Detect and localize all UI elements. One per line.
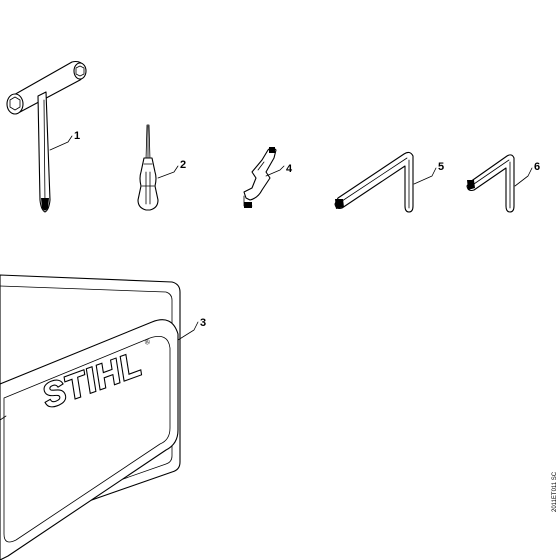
callout-4: 4 bbox=[286, 163, 293, 175]
tool-pouch-icon: STIHL ® bbox=[0, 274, 199, 560]
callout-6: 6 bbox=[534, 161, 540, 173]
setting-tool-icon bbox=[243, 147, 285, 208]
drawing-code: 2011ET011 SC bbox=[552, 471, 558, 512]
callout-5: 5 bbox=[438, 161, 444, 173]
combination-wrench-icon bbox=[6, 60, 87, 213]
callout-1: 1 bbox=[74, 130, 80, 142]
callout-2: 2 bbox=[180, 159, 186, 171]
screwdriver-icon bbox=[137, 124, 179, 211]
hex-key-icon bbox=[466, 154, 533, 213]
hex-key-icon bbox=[334, 151, 437, 213]
callout-3: 3 bbox=[200, 317, 206, 329]
svg-text:®: ® bbox=[144, 337, 152, 347]
